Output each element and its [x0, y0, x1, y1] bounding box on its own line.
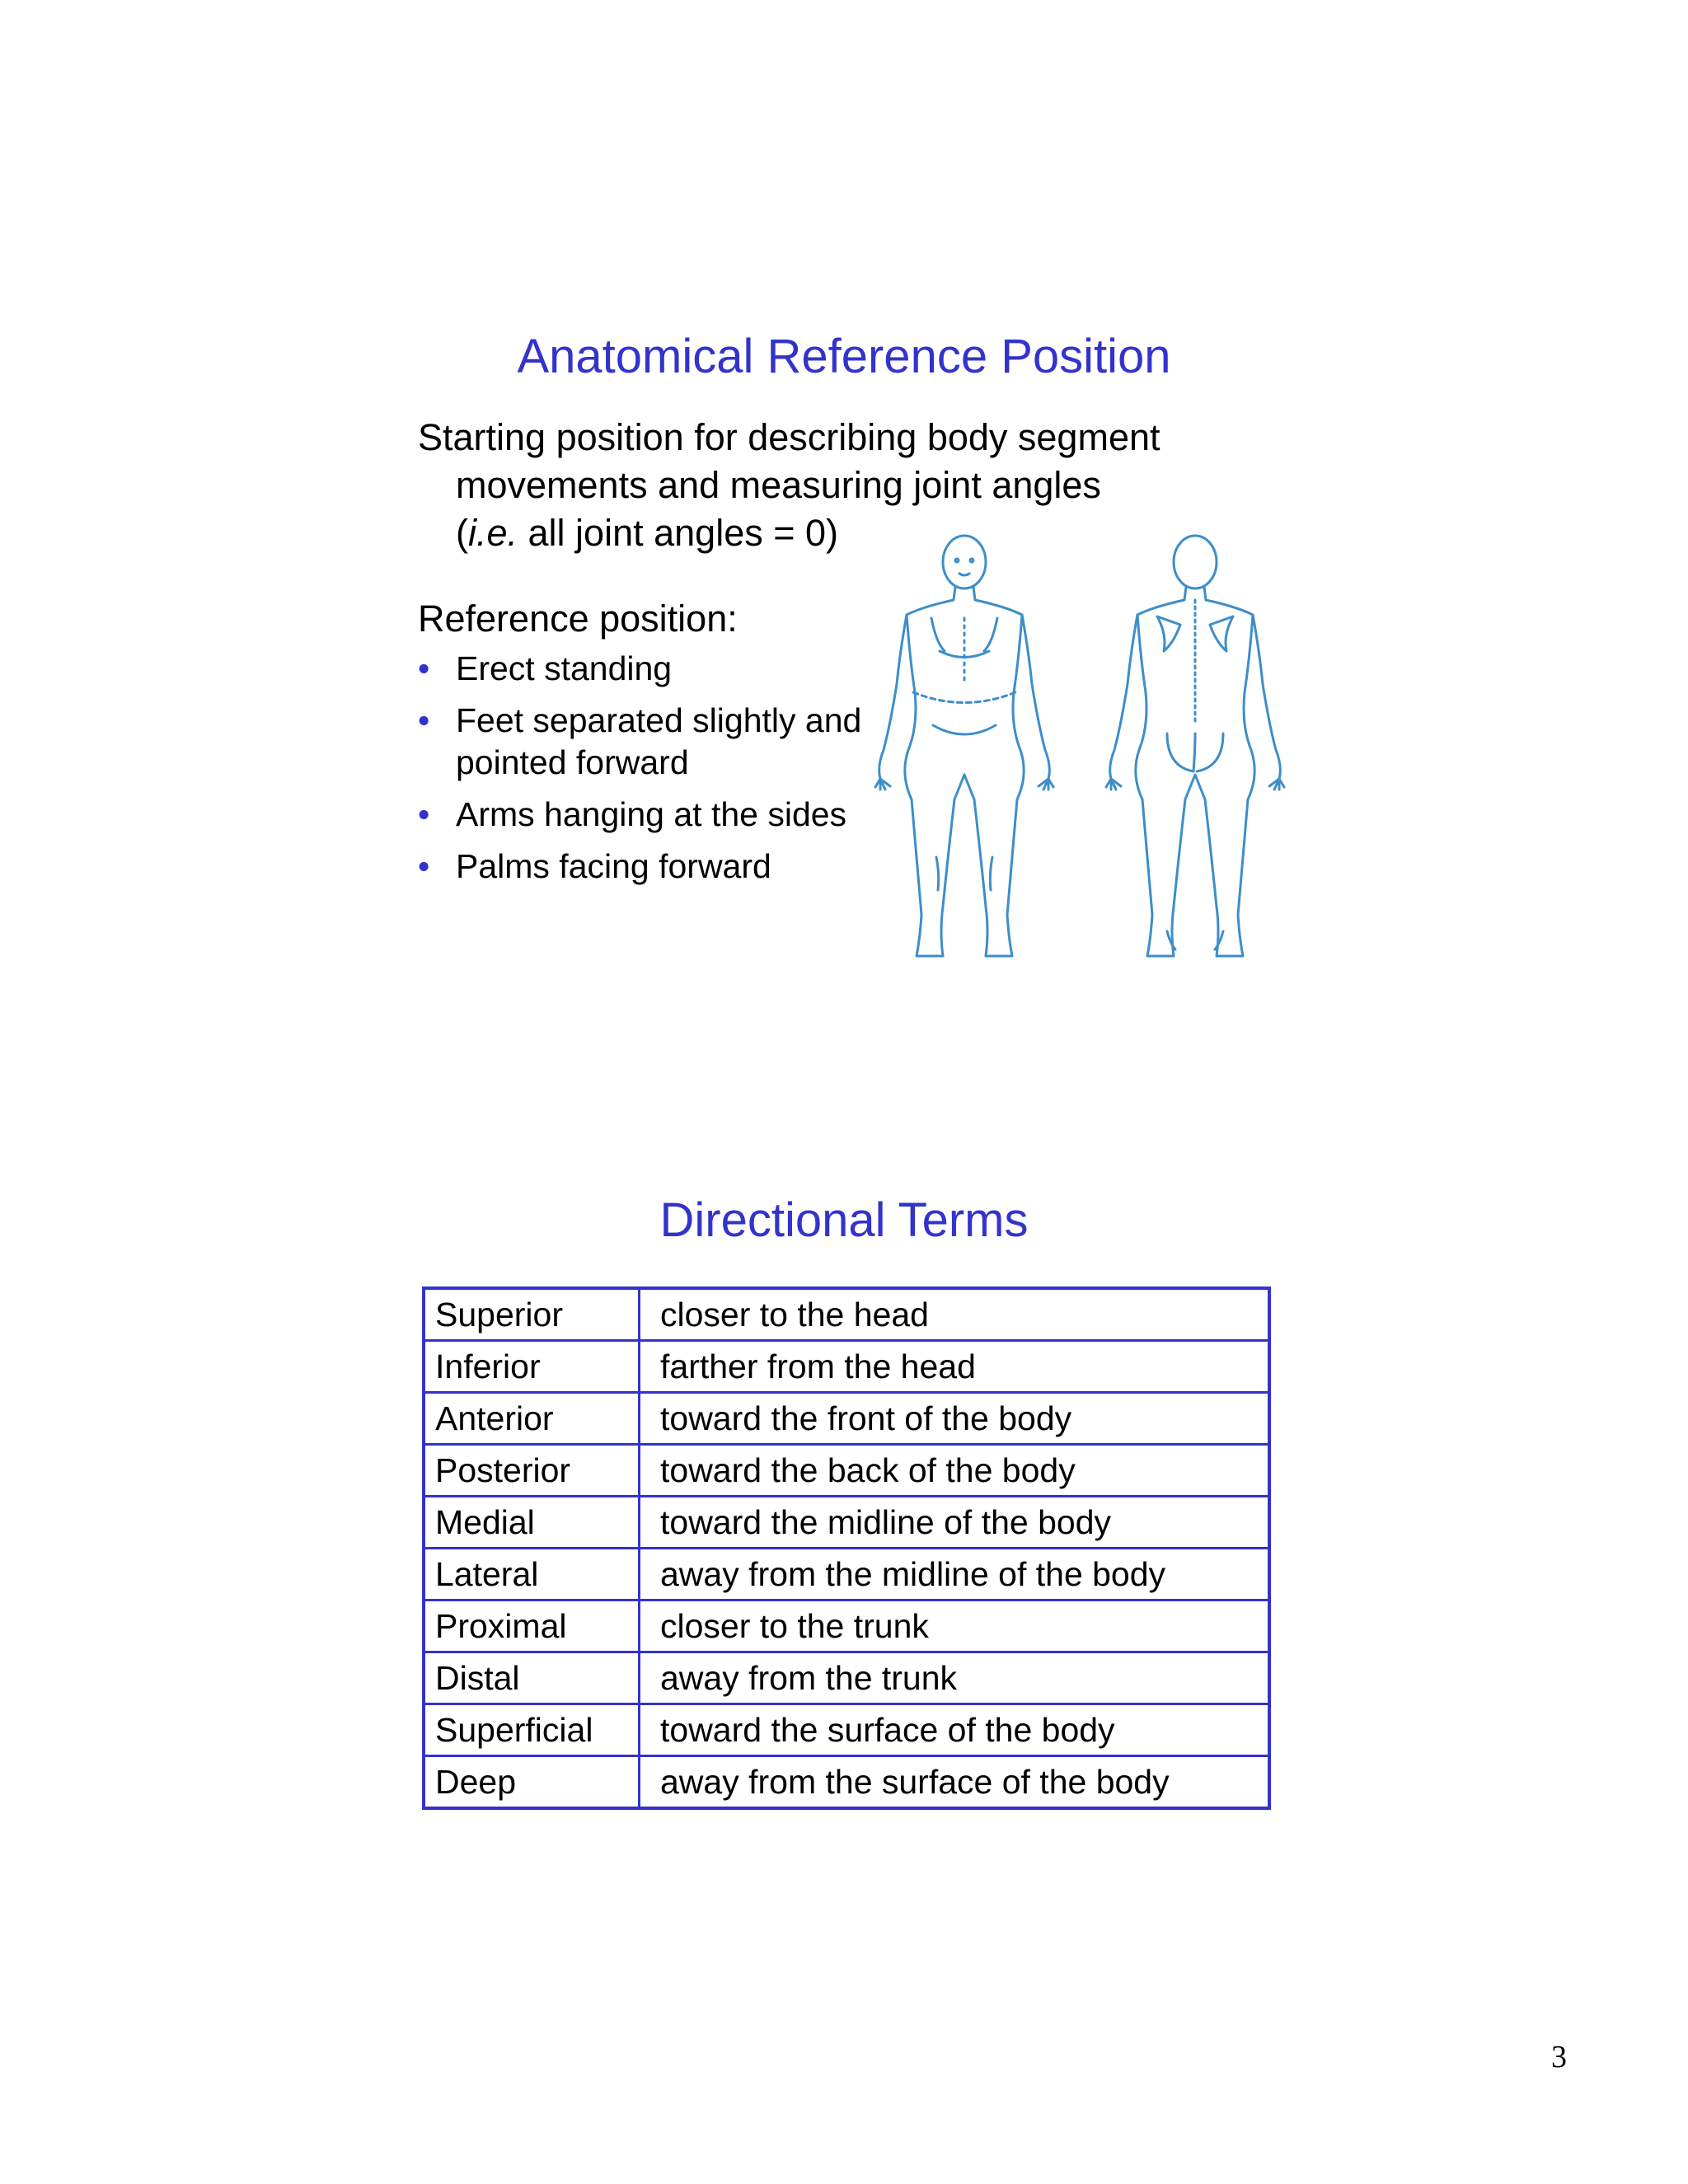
slide-title-directional-terms: Directional Terms	[659, 1193, 1029, 1247]
definition-cell: away from the trunk	[638, 1651, 1271, 1705]
list-item: •Erect standing	[418, 648, 863, 690]
front-view-figure	[874, 534, 1055, 958]
definition-cell: away from the surface of the body	[638, 1755, 1271, 1810]
definition-cell: toward the front of the body	[638, 1391, 1271, 1446]
definition-cell: toward the surface of the body	[638, 1703, 1271, 1757]
slide-title-anatomical: Anatomical Reference Position	[517, 330, 1171, 383]
bullet-icon: •	[418, 649, 430, 687]
list-item: •Palms facing forward	[418, 846, 863, 888]
term-cell: Superficial	[422, 1703, 640, 1757]
term-cell: Deep	[422, 1755, 640, 1810]
list-item: •Feet separated slightly and pointed for…	[418, 701, 862, 781]
reference-position-heading: Reference position:	[418, 598, 738, 640]
term-cell: Inferior	[422, 1339, 640, 1394]
bullet-icon: •	[418, 701, 430, 739]
term-cell: Proximal	[422, 1599, 640, 1653]
definition-cell: toward the back of the body	[638, 1443, 1271, 1497]
term-cell: Medial	[422, 1495, 640, 1549]
term-cell: Lateral	[422, 1547, 640, 1601]
bullet-icon: •	[418, 795, 430, 833]
page-number: 3	[1551, 2040, 1567, 2074]
intro-line-3: (i.e. all joint angles = 0)	[456, 512, 839, 554]
intro-line-1: Starting position for describing body se…	[418, 416, 1160, 458]
ie-abbreviation: i.e.	[468, 512, 518, 554]
anatomical-figure-illustration	[874, 534, 1286, 958]
term-cell: Superior	[422, 1286, 640, 1342]
intro-line-2: movements and measuring joint angles	[456, 464, 1101, 506]
definition-cell: closer to the head	[638, 1286, 1271, 1342]
term-cell: Posterior	[422, 1443, 640, 1497]
back-view-figure	[1104, 534, 1286, 958]
term-cell: Anterior	[422, 1391, 640, 1446]
definition-cell: closer to the trunk	[638, 1599, 1271, 1653]
definition-cell: away from the midline of the body	[638, 1547, 1271, 1601]
definition-cell: toward the midline of the body	[638, 1495, 1271, 1549]
term-cell: Distal	[422, 1651, 640, 1705]
reference-position-list: •Erect standing •Feet separated slightly…	[418, 648, 863, 898]
bullet-icon: •	[418, 847, 430, 885]
intro-text: Starting position for describing body se…	[418, 414, 1259, 557]
list-item: •Arms hanging at the sides	[418, 794, 863, 836]
definition-cell: farther from the head	[638, 1339, 1271, 1394]
